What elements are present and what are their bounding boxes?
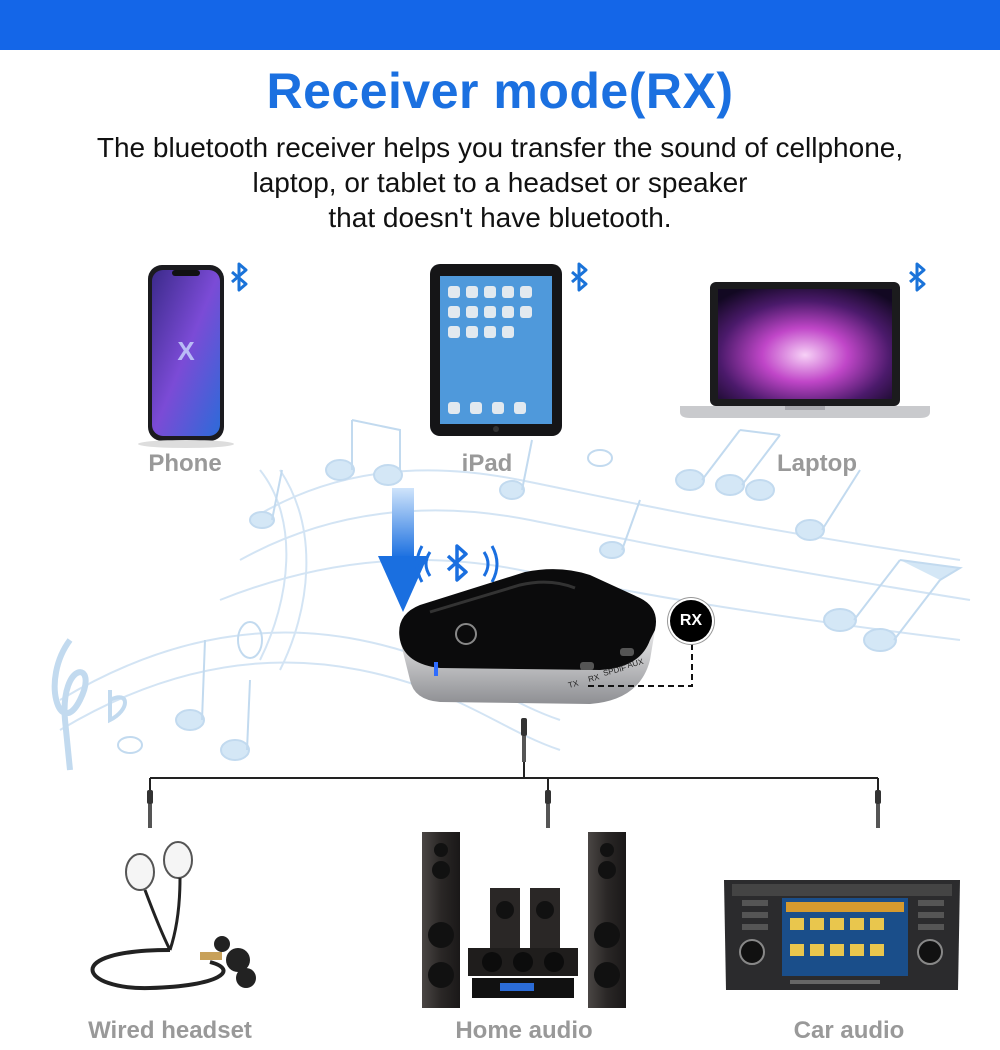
port-label-rx: RX: [587, 672, 601, 684]
bluetooth-icon: [231, 262, 248, 292]
home-audio-image: [422, 832, 626, 1008]
output-label-home-audio: Home audio: [455, 1017, 593, 1044]
output-label-car-audio: Car audio: [793, 1017, 905, 1044]
page-title: Receiver mode(RX): [266, 63, 734, 119]
source-label-laptop: Laptop: [777, 450, 857, 477]
bluetooth-receiver-device: [399, 569, 656, 704]
headset-image: [90, 841, 256, 991]
top-banner: [0, 0, 1000, 50]
rx-badge: RX: [670, 600, 712, 642]
port-label-aux: AUX: [626, 657, 645, 670]
output-label-wired-headset: Wired headset: [88, 1017, 252, 1044]
source-label-phone: Phone: [148, 450, 222, 477]
subtitle-line-2: laptop, or tablet to a headset or speake…: [252, 167, 748, 198]
phone-image: X: [138, 265, 234, 448]
source-label-ipad: iPad: [461, 450, 513, 477]
cable-tree: [149, 762, 879, 790]
svg-text:X: X: [177, 336, 195, 366]
signal-arrow: [378, 488, 428, 612]
page-subtitle: The bluetooth receiver helps you transfe…: [40, 130, 960, 235]
ipad-image: [430, 264, 562, 436]
music-note-icons: [51, 419, 963, 771]
subtitle-line-1: The bluetooth receiver helps you transfe…: [96, 132, 904, 163]
bluetooth-icon: [571, 262, 588, 292]
subtitle-line-3: that doesn't have bluetooth.: [328, 202, 672, 233]
laptop-image: [680, 282, 930, 418]
rx-connector-line: [588, 640, 693, 687]
car-audio-image: [724, 880, 960, 990]
port-label-tx: TX: [567, 678, 580, 690]
bluetooth-signal-icon: [415, 544, 499, 583]
jack-plug-icons: [147, 718, 881, 828]
bluetooth-icon: [909, 262, 926, 292]
